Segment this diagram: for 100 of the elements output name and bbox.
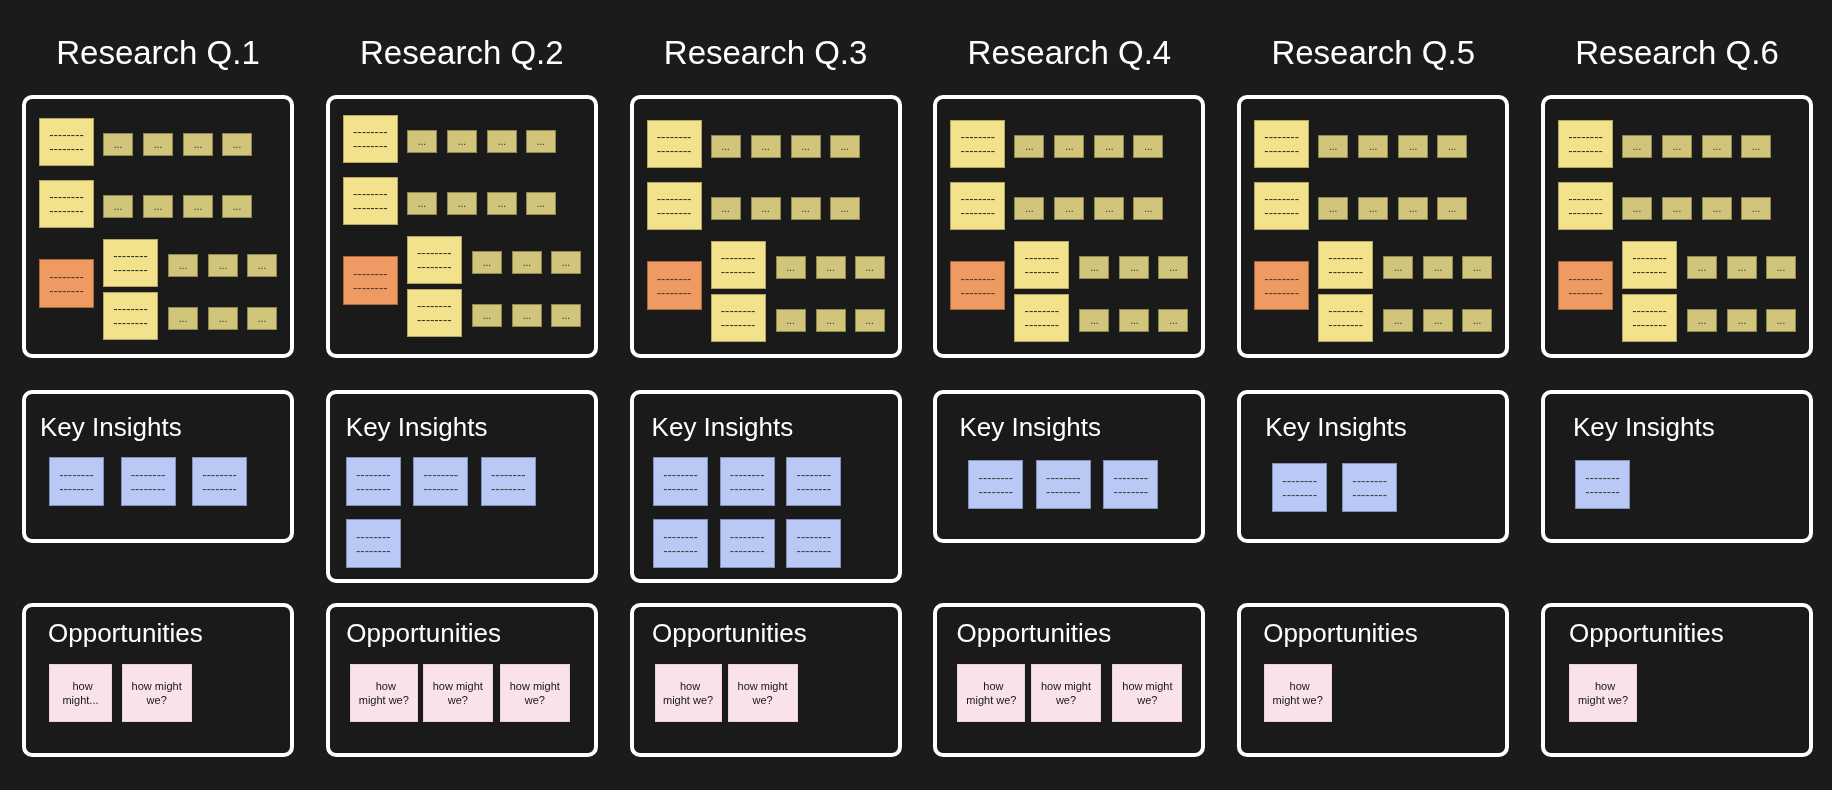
sticky-note: [1035, 460, 1091, 509]
note-text: -------- --------: [58, 467, 95, 496]
sticky-note: [1727, 309, 1757, 332]
sticky-note: [446, 130, 477, 153]
sticky-note: [957, 664, 1026, 722]
note-text: ...: [1130, 314, 1139, 327]
frame-heading: Opportunities: [1263, 618, 1418, 648]
sticky-note: [815, 309, 846, 332]
note-text: ...: [1025, 140, 1034, 153]
note-text: ...: [497, 135, 506, 148]
column-title: Research Q.2: [360, 34, 564, 72]
sticky-note: [222, 133, 252, 156]
sticky-note: [1158, 309, 1189, 332]
note-text: -------- --------: [1045, 470, 1082, 499]
note-text: ...: [218, 312, 228, 325]
note-text: ...: [1697, 261, 1707, 274]
sticky-note: [103, 195, 133, 218]
note-text: ...: [1672, 202, 1682, 215]
note-text: -------- --------: [655, 271, 693, 300]
sticky-note: [49, 457, 104, 506]
frame-heading: Opportunities: [956, 618, 1112, 648]
note-text: ...: [482, 256, 491, 269]
frame-heading: Opportunities: [1569, 618, 1724, 648]
note-text: how might we?: [965, 679, 1018, 707]
note-text: -------- --------: [112, 302, 149, 330]
note-text: how might we?: [357, 679, 410, 707]
note-text: ...: [826, 314, 835, 327]
sticky-note: [1575, 460, 1630, 509]
note-text: -------- --------: [415, 246, 453, 274]
note-text: ...: [1712, 202, 1722, 215]
note-text: ...: [1105, 140, 1114, 153]
sticky-note: [1437, 197, 1468, 220]
note-text: ...: [1632, 140, 1642, 153]
sticky-note: [168, 254, 198, 277]
sticky-note: [1358, 197, 1389, 220]
note-text: ...: [1751, 140, 1761, 153]
sticky-note: [854, 309, 885, 332]
note-text: ...: [561, 256, 570, 269]
note-text: ...: [865, 261, 874, 274]
sticky-note: [646, 261, 702, 310]
sticky-note: [247, 254, 277, 277]
note-text: how might we?: [130, 679, 183, 707]
note-text: ...: [801, 140, 810, 153]
sticky-note: [1741, 135, 1771, 158]
sticky-note: [1766, 309, 1796, 332]
sticky-note: [1358, 135, 1389, 158]
note-text: ...: [417, 197, 426, 210]
note-text: -------- --------: [1263, 130, 1300, 158]
note-text: ...: [178, 312, 188, 325]
sticky-note: [550, 251, 581, 274]
sticky-note: [1622, 135, 1652, 158]
sticky-note: [1094, 135, 1125, 158]
sticky-note: [1031, 664, 1101, 722]
note-text: ...: [761, 202, 770, 215]
note-text: ...: [193, 200, 203, 213]
note-text: -------- --------: [1631, 304, 1668, 332]
sticky-note: [1158, 256, 1189, 279]
board-frame: [22, 390, 294, 543]
sticky-note: [222, 195, 252, 218]
sticky-note: [1254, 182, 1310, 230]
note-text: -------- --------: [795, 467, 833, 496]
note-text: -------- --------: [1281, 473, 1318, 502]
sticky-note: [950, 182, 1006, 230]
sticky-note: [775, 309, 806, 332]
note-text: -------- --------: [1023, 251, 1061, 279]
note-text: -------- --------: [1351, 473, 1388, 502]
note-text: ...: [153, 138, 163, 151]
note-text: ...: [1090, 314, 1099, 327]
sticky-note: [511, 304, 542, 327]
sticky-note: [342, 256, 398, 305]
note-text: ...: [232, 138, 242, 151]
sticky-note: [103, 239, 158, 287]
sticky-note: [653, 457, 708, 506]
note-text: how might we?: [508, 679, 561, 707]
sticky-note: [1687, 309, 1717, 332]
sticky-note: [1079, 256, 1110, 279]
sticky-note: [486, 192, 517, 215]
board-frame: [325, 390, 598, 583]
frame-heading: Key Insights: [651, 412, 794, 442]
note-text: ...: [786, 261, 795, 274]
note-text: ...: [1473, 314, 1482, 327]
sticky-note: [710, 135, 741, 158]
sticky-note: [511, 251, 542, 274]
note-text: -------- --------: [795, 529, 833, 558]
sticky-note: [1558, 120, 1613, 168]
board-frame: [1541, 603, 1813, 757]
board-frame: [1237, 390, 1510, 543]
note-text: ...: [1409, 202, 1418, 215]
note-text: -------- --------: [655, 130, 693, 158]
note-text: -------- --------: [1023, 304, 1061, 332]
note-text: how might...: [61, 679, 100, 707]
note-text: -------- --------: [1567, 192, 1604, 220]
note-text: ...: [1329, 202, 1338, 215]
sticky-note: [499, 664, 570, 722]
sticky-note: [1702, 197, 1732, 220]
board-frame: [1541, 390, 1813, 543]
note-text: ...: [257, 259, 267, 272]
sticky-note: [39, 118, 94, 166]
sticky-note: [950, 261, 1006, 310]
note-text: ...: [1409, 140, 1418, 153]
